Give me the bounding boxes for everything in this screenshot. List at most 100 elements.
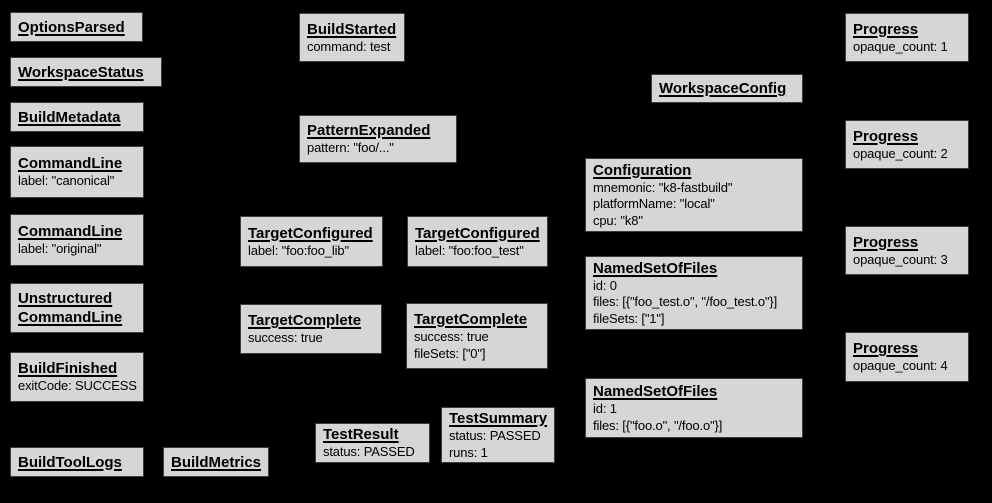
node-title: TargetComplete — [248, 311, 375, 330]
node-title: BuildMetrics — [171, 453, 262, 472]
node-title: NamedSetOfFiles — [593, 259, 796, 278]
node-title-line: TargetComplete — [248, 312, 362, 330]
node-title-line: Unstructured — [18, 290, 113, 307]
node-build-tool-logs: BuildToolLogs — [10, 447, 144, 477]
node-detail: label: "canonical" — [18, 173, 115, 189]
node-title-line: Progress — [853, 340, 919, 358]
node-detail: status: PASSED — [449, 428, 541, 443]
node-title-line: Progress — [853, 233, 919, 251]
node-title: CommandLine — [18, 154, 137, 173]
node-detail: mnemonic: "k8-fastbuild" — [593, 179, 733, 195]
node-title: TestResult — [323, 425, 423, 444]
node-title-line: NamedSetOfFiles — [593, 383, 718, 400]
node-title-line: OptionsParsed — [18, 18, 125, 36]
node-build-metadata: BuildMetadata — [10, 102, 144, 132]
node-title: BuildFinished — [18, 359, 137, 378]
node-title-line: TargetConfigured — [248, 224, 373, 242]
node-build-metrics: BuildMetrics — [163, 447, 269, 477]
node-title-line: TestResult — [323, 426, 399, 444]
node-detail: success: true — [414, 329, 489, 344]
node-options-parsed: OptionsParsed — [10, 12, 143, 42]
node-title-line: TargetConfigured — [415, 224, 540, 242]
node-detail: command: test — [307, 38, 391, 54]
node-title: BuildMetadata — [18, 108, 137, 127]
node-detail: opaque_count: 3 — [853, 251, 948, 267]
node-title-line: TargetComplete — [414, 311, 528, 328]
node-workspace-status: WorkspaceStatus — [10, 57, 162, 87]
node-workspace-config: WorkspaceConfig — [651, 74, 803, 103]
node-detail: id: 0 — [593, 277, 617, 293]
node-title: TestSummary — [449, 409, 548, 428]
node-title: TargetConfigured — [248, 224, 376, 243]
node-title-line: NamedSetOfFiles — [593, 259, 718, 277]
node-title-line: CommandLine — [18, 155, 123, 173]
node-title-line: TestSummary — [449, 410, 548, 427]
node-title-line: WorkspaceStatus — [18, 63, 144, 81]
node-title-line: BuildToolLogs — [18, 453, 122, 471]
node-detail: files: [{"foo_test.o", "/foo_test.o"}] — [593, 294, 778, 310]
node-detail: opaque_count: 4 — [853, 358, 948, 374]
node-detail: platformName: "local" — [593, 196, 715, 212]
node-detail: opaque_count: 2 — [853, 145, 948, 161]
node-title-line: Progress — [853, 127, 919, 145]
node-title-line: BuildMetrics — [171, 453, 262, 471]
node-title: BuildToolLogs — [18, 453, 137, 472]
node-title: Progress — [853, 127, 962, 146]
node-title: WorkspaceConfig — [659, 79, 796, 98]
node-title: Progress — [853, 339, 962, 358]
node-title: WorkspaceStatus — [18, 63, 155, 82]
node-detail: pattern: "foo/..." — [307, 140, 394, 156]
node-detail: id: 1 — [593, 401, 617, 416]
node-title-line: BuildStarted — [307, 20, 397, 38]
node-title-line: Progress — [853, 20, 919, 38]
node-detail: label: "foo:foo_test" — [415, 242, 524, 258]
node-detail: status: PASSED — [323, 444, 415, 460]
node-title-line: BuildFinished — [18, 360, 118, 378]
node-title-line: CommandLine — [18, 223, 123, 241]
node-title: Progress — [853, 233, 962, 252]
node-title-line: PatternExpanded — [307, 122, 431, 140]
node-title: Configuration — [593, 161, 796, 180]
node-title: OptionsParsed — [18, 18, 136, 37]
node-title: CommandLine — [18, 222, 137, 241]
node-detail: runs: 1 — [449, 444, 488, 460]
node-detail: exitCode: SUCCESS — [18, 378, 137, 394]
node-title: TargetConfigured — [415, 224, 541, 243]
node-detail: label: "foo:foo_lib" — [248, 242, 349, 258]
node-title: NamedSetOfFiles — [593, 382, 796, 401]
node-detail: files: [{"foo.o", "/foo.o"}] — [593, 417, 723, 433]
node-title-line: BuildMetadata — [18, 108, 121, 126]
node-title: BuildStarted — [307, 20, 398, 39]
node-title-line: Configuration — [593, 161, 692, 179]
node-detail: fileSets: ["1"] — [593, 310, 665, 326]
node-detail: opaque_count: 1 — [853, 38, 948, 54]
node-title: Progress — [853, 20, 962, 39]
node-title: TargetComplete — [414, 310, 541, 329]
node-detail: success: true — [248, 330, 323, 346]
node-detail: label: "original" — [18, 241, 102, 257]
node-title: PatternExpanded — [307, 121, 450, 140]
node-detail: fileSets: ["0"] — [414, 345, 486, 361]
node-detail: cpu: "k8" — [593, 212, 643, 228]
node-title-line: CommandLine — [18, 309, 123, 326]
node-title-line: WorkspaceConfig — [659, 80, 787, 97]
